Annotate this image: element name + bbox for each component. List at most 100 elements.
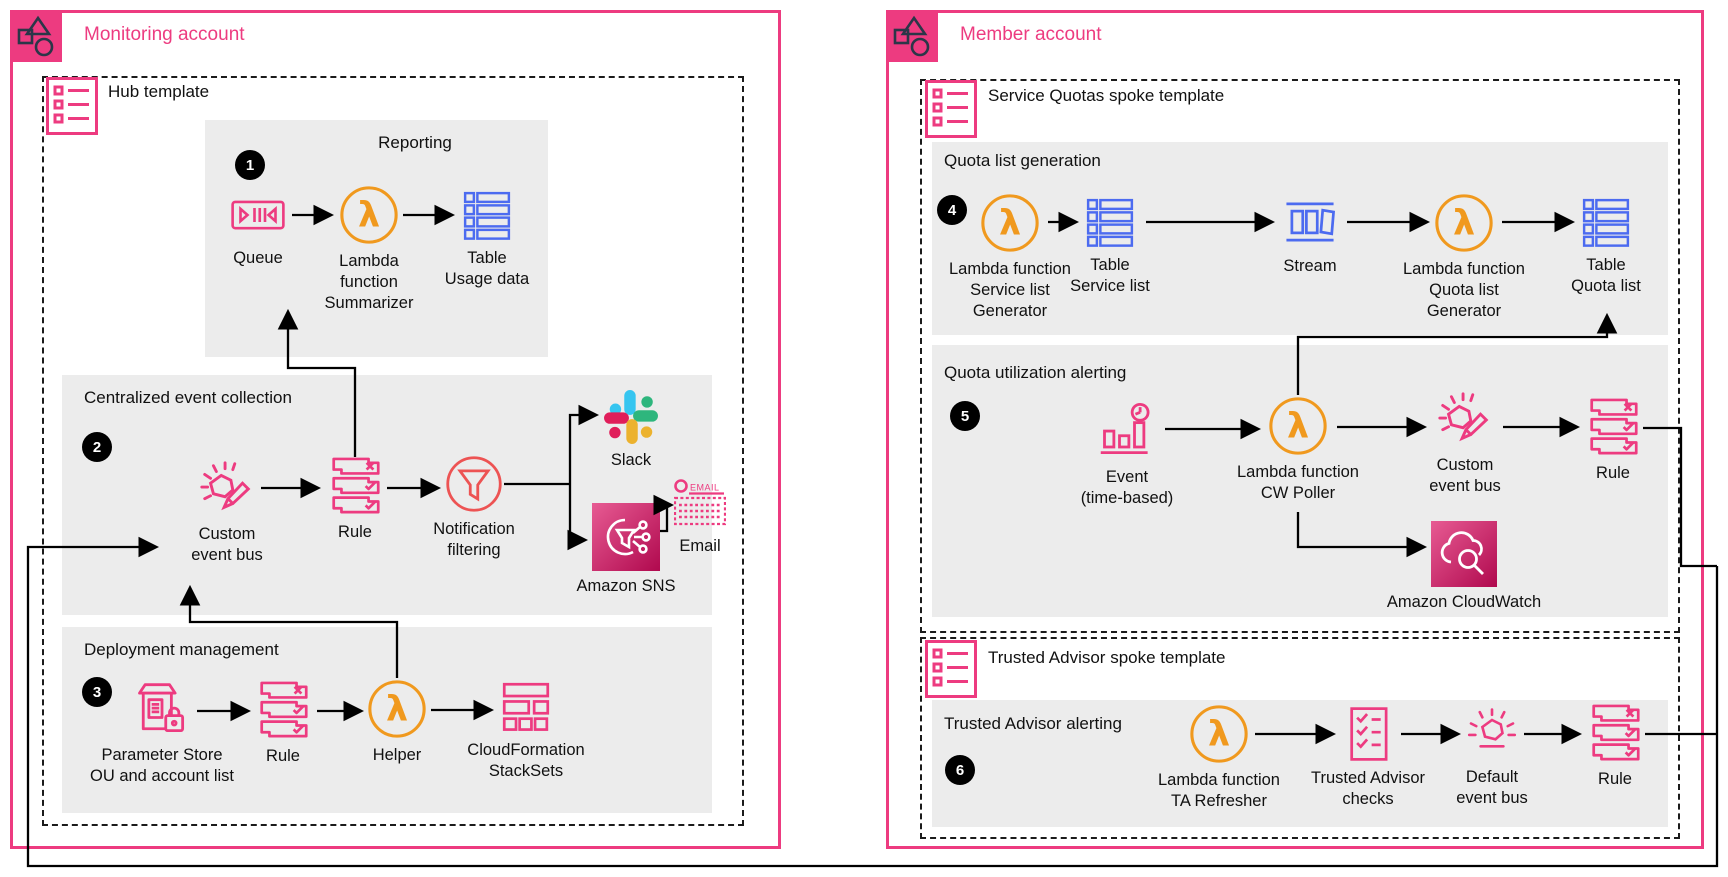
lambda-icon <box>366 678 428 740</box>
usage-table-node: Table Usage data <box>427 187 547 290</box>
trusted-advisor-checks-node: Trusted Advisor checks <box>1293 705 1443 810</box>
step-badge-6: 6 <box>945 755 975 785</box>
lambda-icon <box>1267 395 1329 457</box>
member-custom-bus-node: Custom event bus <box>1405 388 1525 497</box>
node-label: Table <box>467 249 507 267</box>
quota-list-generation-title: Quota list generation <box>944 151 1101 170</box>
table-icon <box>1578 194 1634 250</box>
node-label: Queue <box>233 249 283 267</box>
node-label: Notification <box>433 520 515 538</box>
service-quotas-spoke-label: Service Quotas spoke template <box>988 86 1225 105</box>
node-label: event bus <box>1456 789 1528 807</box>
node-label: Table <box>1090 256 1130 274</box>
rule-icon <box>325 457 385 517</box>
table-icon <box>1082 194 1138 250</box>
node-label: Usage data <box>444 270 530 288</box>
node-label: Summarizer <box>324 294 414 312</box>
node-label: Lambda <box>339 252 399 270</box>
member-account-title: Member account <box>960 24 1102 45</box>
node-label: function <box>340 273 398 291</box>
monitoring-account-title: Monitoring account <box>84 24 245 45</box>
slack-node: Slack <box>576 389 686 471</box>
node-label: Slack <box>610 451 652 469</box>
node-label: Service list <box>1070 277 1150 295</box>
quota-rule-node: Rule <box>1563 398 1663 484</box>
node-label: StackSets <box>488 762 564 780</box>
rule-icon <box>253 681 313 741</box>
custom-event-bus-node: Custom event bus <box>167 457 287 566</box>
node-label: CW Poller <box>1260 484 1336 502</box>
custom-event-bus-icon <box>1434 388 1496 450</box>
trusted-advisor-alerting-title: Trusted Advisor alerting <box>944 714 1122 733</box>
account-icon <box>886 10 938 62</box>
template-icon <box>925 80 977 138</box>
node-label: Trusted Advisor <box>1310 769 1426 787</box>
node-label: Event <box>1105 468 1149 486</box>
node-label: Email <box>679 537 721 555</box>
node-label: checks <box>1342 790 1394 808</box>
notification-filtering-node: Notification filtering <box>409 454 539 561</box>
node-label: CloudFormation <box>467 741 585 759</box>
time-event-icon <box>1097 402 1157 462</box>
step-badge-4: 4 <box>937 195 967 225</box>
default-event-bus-icon <box>1464 706 1520 762</box>
node-label: Service list <box>970 281 1050 299</box>
node-label: filtering <box>447 541 501 559</box>
node-label: Lambda function <box>1157 771 1280 789</box>
step-badge-5: 5 <box>950 401 980 431</box>
lambda-icon <box>1188 703 1250 765</box>
stream-node: Stream <box>1255 193 1365 277</box>
quota-utilization-title: Quota utilization alerting <box>944 363 1127 382</box>
lambda-summarizer-node: Lambda function Summarizer <box>309 184 429 314</box>
node-label: Generator <box>972 302 1048 320</box>
node-label: event bus <box>191 546 263 564</box>
node-label: OU and account list <box>90 767 234 785</box>
table-service-list-node: Table Service list <box>1050 194 1170 297</box>
custom-event-bus-icon <box>196 457 258 519</box>
lambda-icon <box>979 192 1041 254</box>
node-label: Custom <box>198 525 256 543</box>
node-label: Parameter Store <box>101 746 223 764</box>
parameter-store-icon <box>132 680 192 740</box>
lambda-service-list-node: Lambda function Service list Generator <box>930 192 1090 322</box>
node-label: Amazon CloudWatch <box>1386 593 1542 611</box>
node-label: event bus <box>1429 477 1501 495</box>
quota-list-generation-section <box>932 142 1668 335</box>
node-label: Lambda function <box>1236 463 1359 481</box>
trusted-advisor-spoke-label: Trusted Advisor spoke template <box>988 648 1226 667</box>
lambda-ta-refresher-node: Lambda function TA Refresher <box>1139 703 1299 812</box>
rule-icon <box>1585 704 1645 764</box>
template-icon <box>46 77 98 135</box>
node-label: Custom <box>1436 456 1494 474</box>
node-label: (time-based) <box>1080 489 1174 507</box>
queue-node: Queue <box>203 187 313 269</box>
email-icon-text: EMAIL <box>690 483 720 493</box>
template-icon <box>925 640 977 698</box>
queue-icon <box>230 187 286 243</box>
node-label: Generator <box>1426 302 1502 320</box>
table-quota-list-node: Table Quota list <box>1546 194 1666 297</box>
node-label: Helper <box>372 746 422 764</box>
node-label: Rule <box>266 747 300 765</box>
node-label: Rule <box>1596 464 1630 482</box>
email-icon: EMAIL <box>674 479 726 526</box>
rule-node: Rule <box>305 457 405 543</box>
node-label: Rule <box>338 523 372 541</box>
checklist-icon <box>1339 705 1397 763</box>
rule-icon <box>1583 398 1643 458</box>
account-icon <box>10 10 62 62</box>
filter-icon <box>444 454 504 514</box>
deploy-rule-node: Rule <box>233 681 333 767</box>
node-label: Stream <box>1283 257 1337 275</box>
stacksets-node: CloudFormation StackSets <box>446 677 606 782</box>
helper-lambda-node: Helper <box>342 678 452 766</box>
node-label: Amazon SNS <box>576 577 676 595</box>
reporting-title: Reporting <box>378 133 452 152</box>
node-label: TA Refresher <box>1171 792 1267 810</box>
step-badge-1: 1 <box>235 150 265 180</box>
parameter-store-node: Parameter Store OU and account list <box>77 680 247 787</box>
node-label: Lambda function <box>948 260 1071 278</box>
node-label: Lambda function <box>1402 260 1525 278</box>
lambda-quota-list-node: Lambda function Quota list Generator <box>1384 192 1544 322</box>
